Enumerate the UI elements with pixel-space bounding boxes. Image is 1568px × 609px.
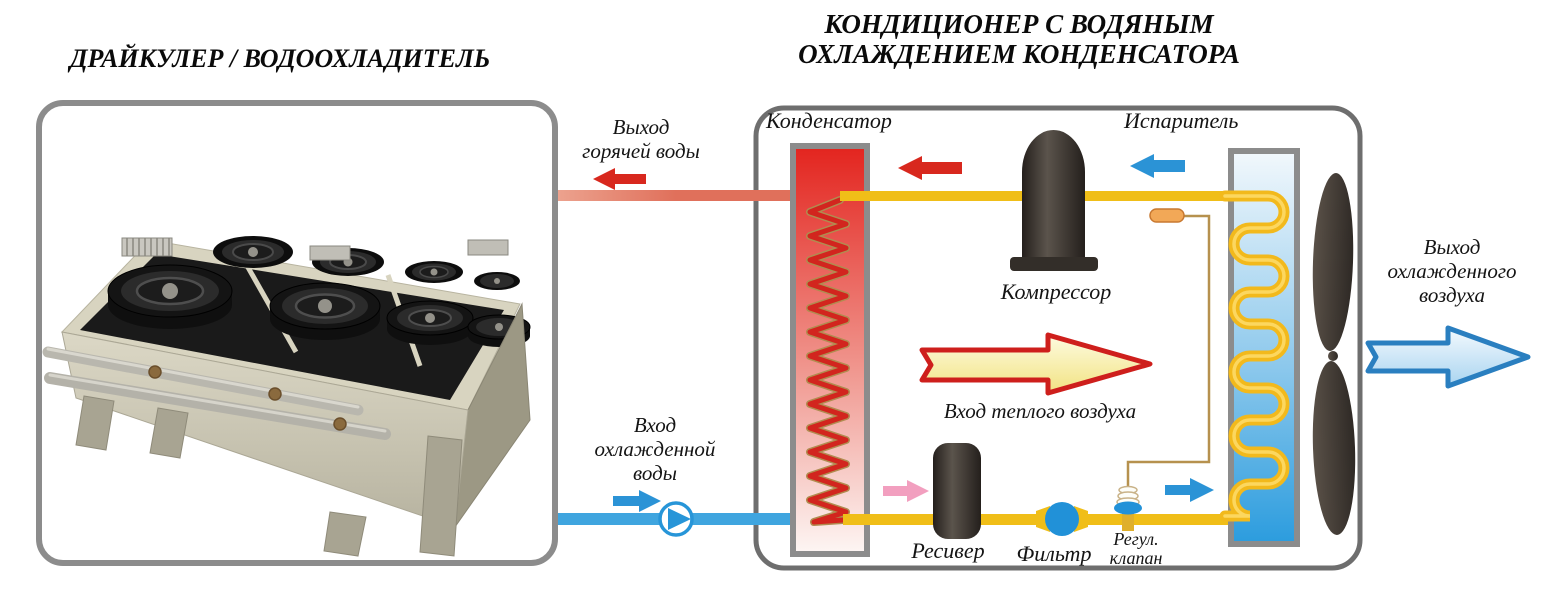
right-panel-title: КОНДИЦИОНЕР С ВОДЯНЫМ ОХЛАЖДЕНИЕМ КОНДЕН… xyxy=(769,9,1269,69)
dry-cooler-unit-illustration xyxy=(42,236,531,557)
condenser-label: Конденсатор xyxy=(766,108,892,133)
cold-water-in-label: Вход охлажденной воды xyxy=(594,413,716,485)
compressor-label: Компрессор xyxy=(1000,279,1112,304)
sensor-bulb-icon xyxy=(1149,208,1185,223)
compressor xyxy=(1010,130,1098,271)
evaporator xyxy=(1219,148,1300,547)
condenser xyxy=(790,143,870,557)
liquid-flow-pink-right-arrow xyxy=(883,480,929,502)
dry-cooler-water-headers xyxy=(42,346,391,440)
warm-air-in-arrow xyxy=(919,332,1153,396)
filter-drier xyxy=(1036,502,1088,536)
hot-water-out-label: Выход горячей воды xyxy=(582,115,700,163)
discharge-flow-left-arrow xyxy=(898,156,962,180)
cold-air-out-arrow xyxy=(1365,325,1531,389)
cold-water-flow-right-arrow xyxy=(613,490,661,512)
fan-blades-icon xyxy=(1312,173,1356,535)
dry-cooler-legs xyxy=(75,395,463,557)
fan-front-row xyxy=(107,264,531,347)
left-panel-title: ДРАЙКУЛЕР / ВОДООХЛАДИТЕЛЬ xyxy=(69,44,491,73)
warm-air-in-label: Вход теплого воздуха xyxy=(943,399,1137,423)
liquid-flow-right-arrow xyxy=(1165,478,1214,502)
pump-icon xyxy=(658,501,694,537)
right-title-line2: ОХЛАЖДЕНИЕМ КОНДЕНСАТОРА xyxy=(798,39,1240,69)
hot-water-pipe xyxy=(558,190,794,201)
cold-air-out-label: Выход охлажденного воздуха xyxy=(1387,235,1517,307)
expansion-valve xyxy=(1114,485,1142,531)
right-title-line1: КОНДИЦИОНЕР С ВОДЯНЫМ xyxy=(824,9,1214,39)
receiver xyxy=(933,443,981,539)
evaporator-label: Испаритель xyxy=(1124,108,1239,133)
receiver-label: Ресивер xyxy=(911,538,985,563)
valve-label: Регул. клапан xyxy=(1109,529,1163,568)
filter-label: Фильтр xyxy=(1016,541,1092,566)
hot-water-flow-left-arrow xyxy=(593,168,646,190)
fan-motor-heatsinks xyxy=(121,237,509,261)
suction-flow-left-arrow xyxy=(1130,154,1185,178)
capillary-tube xyxy=(1126,214,1211,490)
